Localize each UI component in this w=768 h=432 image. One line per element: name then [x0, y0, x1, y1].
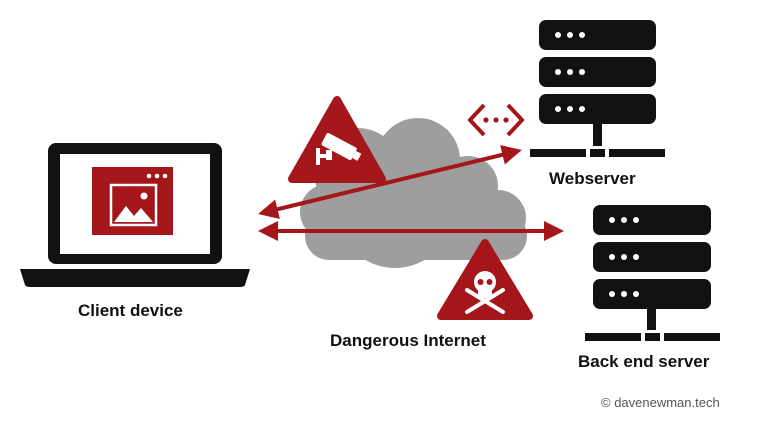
server-rack-icon: [585, 205, 720, 341]
code-brackets-icon: [467, 103, 525, 137]
surveillance-camera-warning-icon: [288, 96, 386, 183]
webserver-label: Webserver: [549, 169, 636, 188]
server-rack-icon: [530, 20, 665, 157]
arrow-client-webserver: [258, 145, 522, 219]
skull-crossbones-warning-icon: [437, 239, 533, 320]
client-device-label: Client device: [78, 301, 183, 320]
image-icon: [109, 183, 158, 227]
copyright-credit: © davenewman.tech: [601, 395, 720, 410]
dangerous-internet-label: Dangerous Internet: [330, 331, 486, 350]
back-end-server-label: Back end server: [578, 352, 710, 371]
browser-window-icon: [92, 167, 173, 235]
